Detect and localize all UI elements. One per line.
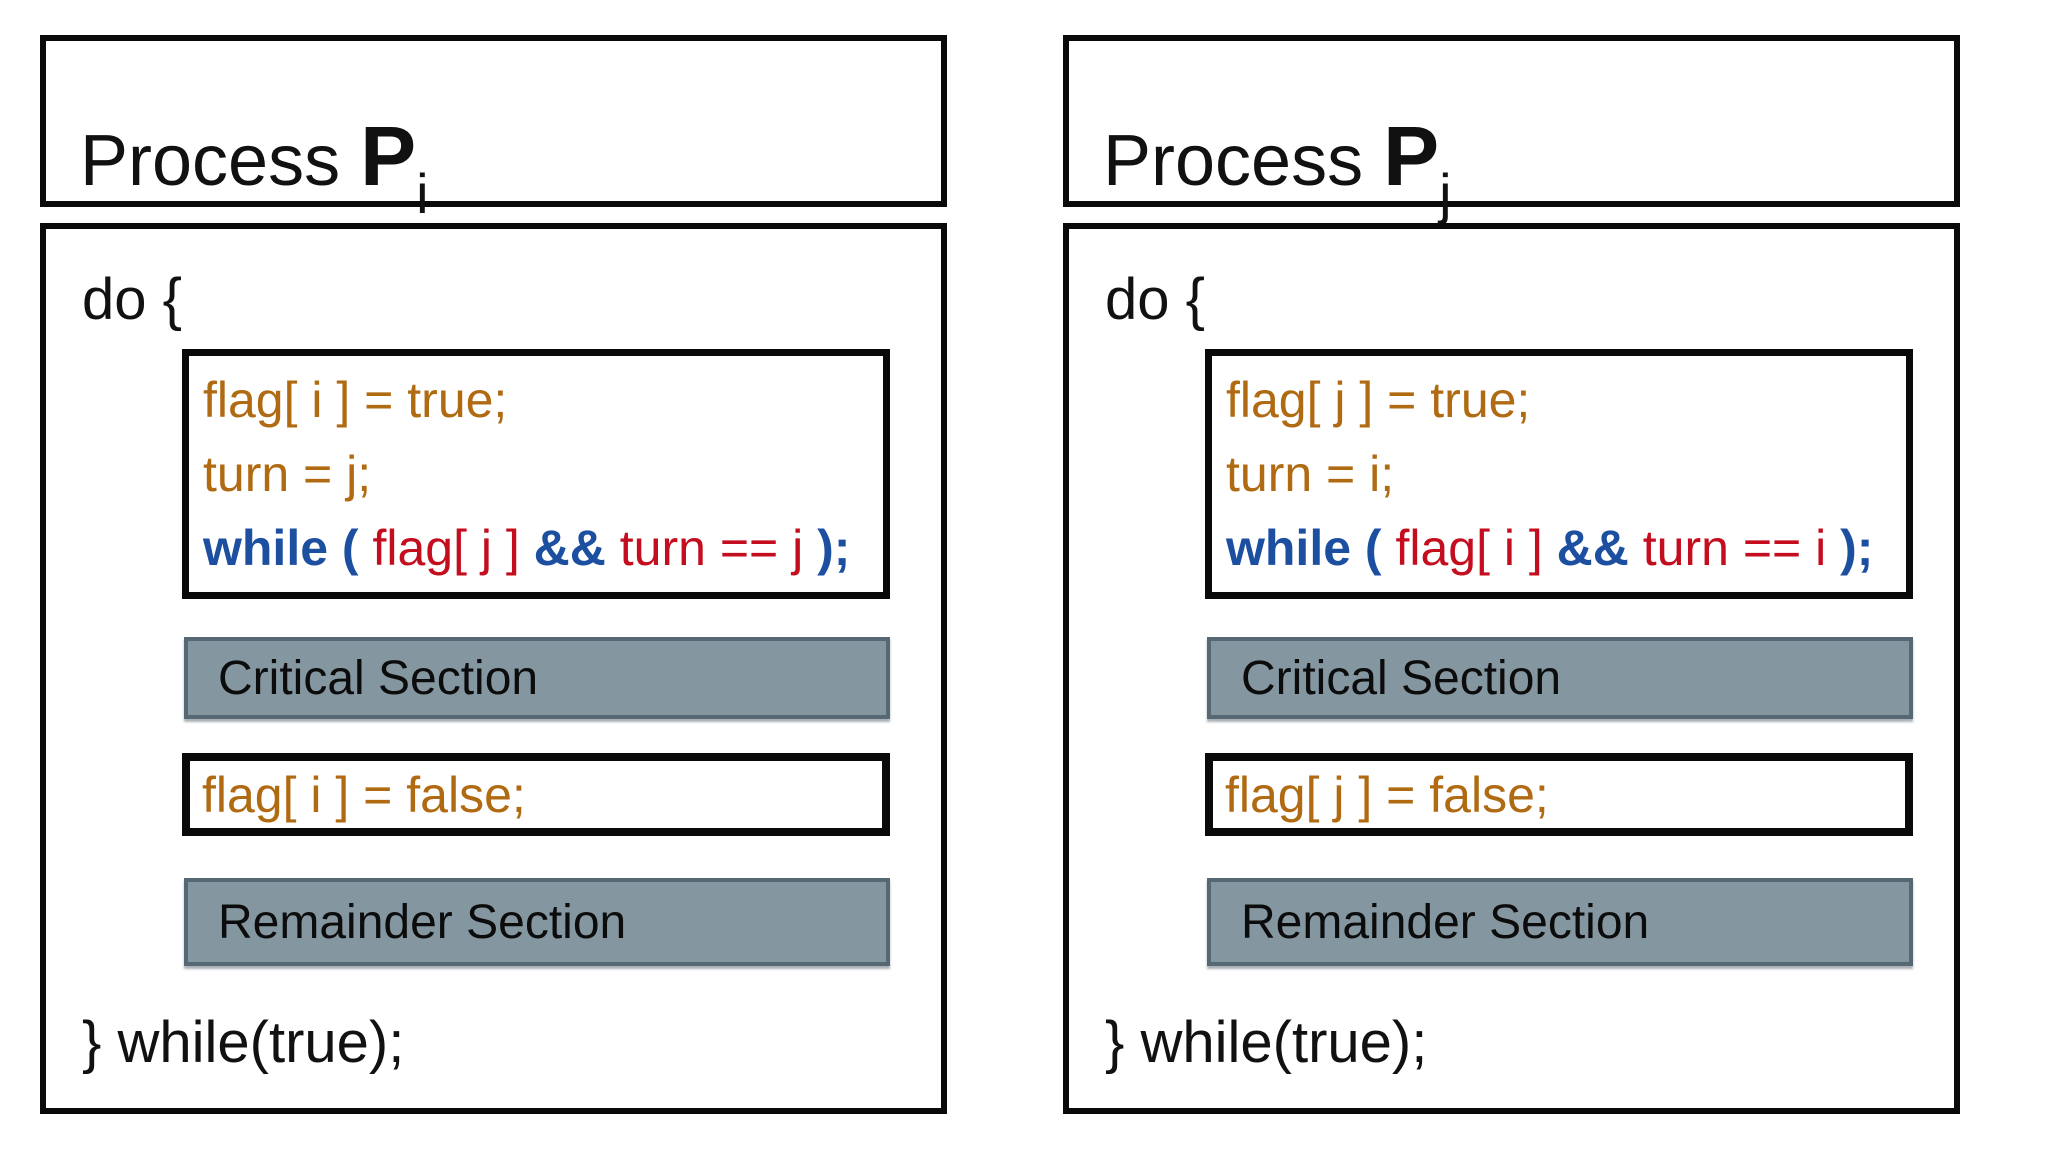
and-operator: && (533, 520, 620, 576)
code-line-flag-false: flag[ i ] = false; (202, 766, 526, 823)
do-open-statement: do { (82, 267, 182, 332)
exit-section-code-box: flag[ i ] = false; (182, 753, 890, 836)
process-pj-title-box: Process Pj (1063, 35, 1960, 222)
process-pi-title: Process Pi (80, 114, 429, 222)
while-condition-turn: turn == i (1642, 520, 1841, 576)
do-while-close-statement: } while(true); (1105, 1010, 1428, 1075)
process-pj-body-box: do { flag[ j ] = true; turn = i; while (… (1063, 223, 1960, 1114)
title-symbol: P (360, 109, 417, 204)
code-line-turn: turn = j; (203, 446, 372, 502)
process-pi-panel: Process Pi do { flag[ i ] = true; turn =… (40, 0, 947, 1152)
critical-section-box: Critical Section (1207, 637, 1913, 719)
process-pi-title-box: Process Pi (40, 35, 947, 222)
critical-section-box: Critical Section (184, 637, 890, 719)
and-operator: && (1556, 520, 1643, 576)
code-line-flag-true: flag[ j ] = true; (1226, 372, 1531, 428)
code-line-while: while ( flag[ i ] && turn == i ); (1226, 523, 1906, 573)
title-symbol: P (1383, 109, 1440, 204)
entry-section-code-box: flag[ j ] = true; turn = i; while ( flag… (1205, 349, 1913, 599)
title-subscript: j (1439, 162, 1452, 226)
title-subscript: i (416, 162, 429, 226)
code-line-turn: turn = i; (1226, 446, 1395, 502)
do-open-statement: do { (1105, 267, 1205, 332)
while-keyword: while ( (1226, 520, 1396, 576)
while-condition-turn: turn == j (619, 520, 818, 576)
while-close-paren: ); (1840, 520, 1874, 576)
process-pi-body-box: do { flag[ i ] = true; turn = j; while (… (40, 223, 947, 1114)
while-condition-flag: flag[ i ] (1395, 520, 1557, 576)
process-pj-panel: Process Pj do { flag[ j ] = true; turn =… (1063, 0, 1960, 1152)
do-while-close-statement: } while(true); (82, 1010, 405, 1075)
title-prefix: Process (80, 121, 361, 202)
exit-section-code-box: flag[ j ] = false; (1205, 753, 1913, 836)
while-close-paren: ); (817, 520, 851, 576)
while-condition-flag: flag[ j ] (372, 520, 534, 576)
process-pj-title: Process Pj (1103, 114, 1452, 222)
code-line-while: while ( flag[ j ] && turn == j ); (203, 523, 883, 573)
code-line-flag-true: flag[ i ] = true; (203, 372, 508, 428)
title-prefix: Process (1103, 121, 1384, 202)
remainder-section-box: Remainder Section (184, 878, 890, 966)
remainder-section-box: Remainder Section (1207, 878, 1913, 966)
code-line-flag-false: flag[ j ] = false; (1225, 766, 1549, 823)
while-keyword: while ( (203, 520, 373, 576)
entry-section-code-box: flag[ i ] = true; turn = j; while ( flag… (182, 349, 890, 599)
